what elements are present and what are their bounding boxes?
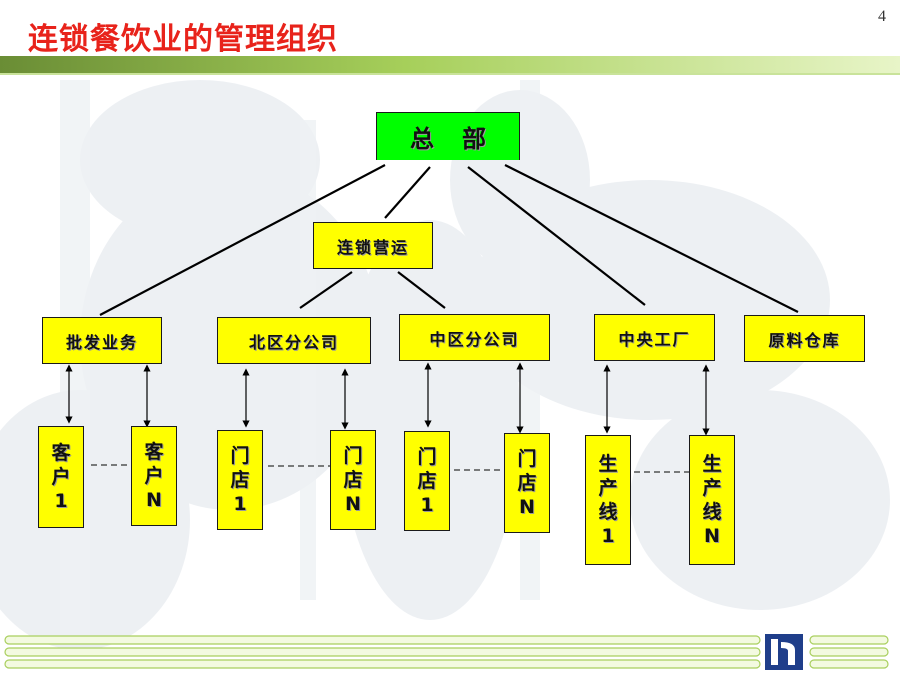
chain-ops-box: 连锁营运 xyxy=(313,222,433,269)
customer-n-label: 客户N xyxy=(144,441,164,511)
customer-n-box: 客户N xyxy=(131,426,177,526)
production-line-n-label: 生产线N xyxy=(702,453,722,547)
north-branch-box: 北区分公司 xyxy=(217,317,371,364)
store-north-n-box: 门店N xyxy=(330,430,376,530)
store-central-n-label: 门店N xyxy=(517,448,537,518)
wholesale-box: 批发业务 xyxy=(42,317,162,364)
company-logo-icon xyxy=(765,634,803,670)
production-line-1-label: 生产线1 xyxy=(598,453,618,547)
store-north-1-box: 门店1 xyxy=(217,430,263,530)
raw-warehouse-box: 原料仓库 xyxy=(744,315,865,362)
store-central-n-box: 门店N xyxy=(504,433,550,533)
store-central-1-box: 门店1 xyxy=(404,431,450,531)
store-north-n-label: 门店N xyxy=(343,445,363,515)
production-line-1-box: 生产线1 xyxy=(585,435,631,565)
page-number: 4 xyxy=(878,8,886,25)
hq-box: 总部 xyxy=(376,112,520,160)
page-title: 连锁餐饮业的管理组织 xyxy=(28,22,338,57)
store-north-1-label: 门店1 xyxy=(230,445,250,515)
customer-1-label: 客户1 xyxy=(51,442,71,512)
customer-1-box: 客户1 xyxy=(38,426,84,528)
production-line-n-box: 生产线N xyxy=(689,435,735,565)
central-branch-box: 中区分公司 xyxy=(399,314,550,361)
central-factory-box: 中央工厂 xyxy=(594,314,715,361)
store-central-1-label: 门店1 xyxy=(417,446,437,516)
